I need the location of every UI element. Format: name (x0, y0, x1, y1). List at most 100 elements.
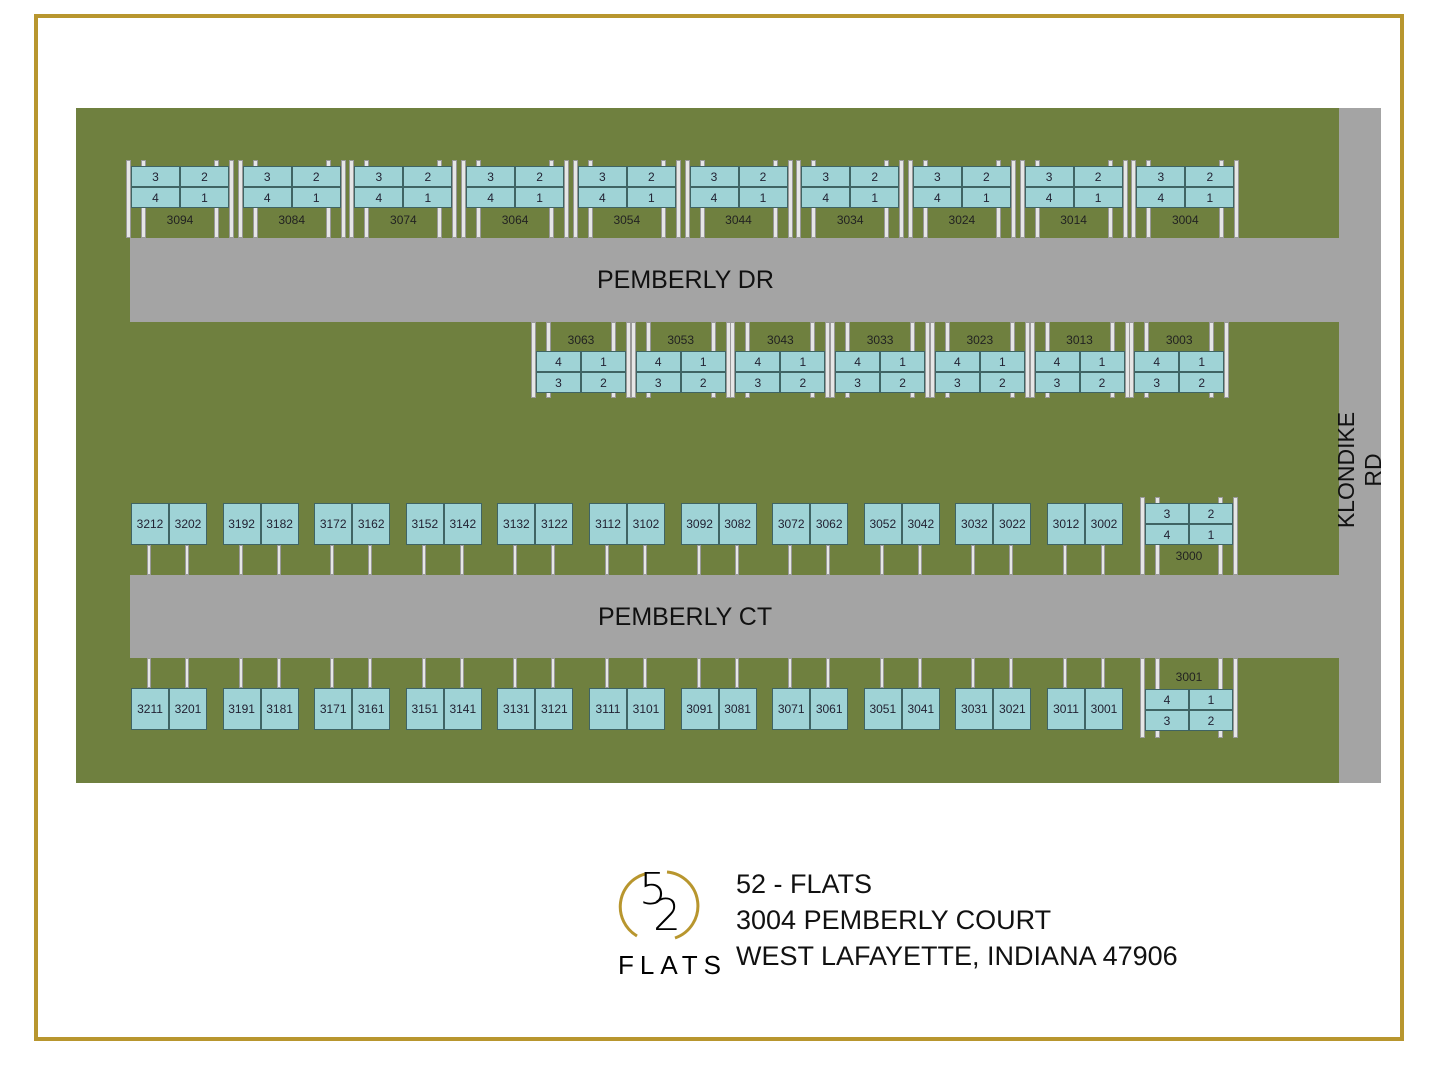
unit-cell: 2 (1073, 166, 1123, 187)
building-number: 3053 (667, 333, 695, 347)
post (238, 658, 243, 688)
duplex-unit: 3071 (772, 688, 811, 730)
site-grounds (76, 108, 1381, 783)
duplex-unit: 3171 (314, 688, 353, 730)
bracket-post (1024, 322, 1030, 398)
unit-cell: 3 (131, 166, 180, 187)
bracket-post (787, 160, 793, 238)
post (734, 658, 739, 688)
unit-cell: 1 (291, 187, 341, 208)
unit-cell: 3 (912, 166, 962, 187)
post (1101, 658, 1105, 688)
unit-cell: 3 (536, 372, 581, 393)
building-number: 3064 (501, 213, 529, 227)
bracket-post (1234, 160, 1240, 238)
building-number: 3044 (725, 213, 752, 227)
unit-cell: 3 (1145, 503, 1189, 524)
post (734, 545, 739, 575)
bracket-post (461, 160, 467, 238)
post (879, 545, 884, 575)
building-number: 3094 (166, 213, 194, 227)
klondike-rd (1339, 108, 1381, 783)
post (330, 658, 335, 688)
duplex-unit: 3132 (497, 503, 536, 545)
unit-cell: 4 (242, 187, 292, 208)
post (147, 545, 151, 575)
duplex-unit: 3042 (901, 503, 940, 545)
duplex-unit: 3011 (1047, 688, 1085, 730)
post (459, 545, 464, 575)
unit-cell: 4 (1145, 689, 1189, 710)
unit-cell: 1 (1179, 351, 1225, 372)
building-number: 3034 (836, 213, 864, 227)
post (276, 545, 281, 575)
unit-cell: 4 (1134, 351, 1180, 372)
road-label-pemberly-ct: PEMBERLY CT (598, 603, 773, 631)
post (368, 658, 373, 688)
duplex-unit: 3181 (260, 688, 299, 730)
duplex-unit: 3191 (222, 688, 261, 730)
building-number: 3074 (390, 213, 417, 227)
duplex-unit: 3172 (314, 503, 353, 545)
unit-cell: 1 (515, 187, 565, 208)
duplex-unit: 3031 (955, 688, 994, 730)
duplex-unit: 3101 (627, 688, 665, 730)
unit-cell: 1 (850, 187, 900, 208)
duplex-unit: 3111 (589, 688, 627, 730)
bracket-post (1224, 322, 1230, 398)
bracket-post (825, 322, 831, 398)
unit-cell: 1 (1189, 524, 1233, 545)
bracket-post (796, 160, 802, 238)
road-label-klondike-rd: KLONDIKE RD (1333, 411, 1386, 529)
map-border (34, 14, 1404, 1041)
bracket-post (1129, 322, 1135, 398)
duplex-unit: 3121 (535, 688, 574, 730)
building-number: 3001 (1175, 670, 1203, 684)
unit-cell: 1 (1189, 689, 1233, 710)
unit-cell: 2 (403, 166, 453, 187)
bracket-post (531, 322, 536, 398)
bracket-post (929, 322, 935, 398)
duplex-unit: 3182 (260, 503, 299, 545)
duplex-unit: 3002 (1085, 503, 1123, 545)
duplex-unit: 3141 (443, 688, 482, 730)
post (826, 545, 831, 575)
post (696, 545, 701, 575)
post (1063, 545, 1067, 575)
unit-cell: 4 (735, 351, 781, 372)
unit-cell: 2 (850, 166, 900, 187)
unit-cell: 2 (880, 372, 926, 393)
unit-cell: 4 (577, 187, 627, 208)
bracket-post (925, 322, 931, 398)
unit-cell: 4 (934, 351, 980, 372)
unit-cell: 1 (1073, 187, 1123, 208)
duplex-unit: 3022 (993, 503, 1032, 545)
building-number: 3014 (1060, 213, 1087, 227)
bracket-post (684, 160, 690, 238)
post (421, 545, 426, 575)
unit-cell: 3 (466, 166, 516, 187)
post (1009, 658, 1014, 688)
logo-word: FLATS (618, 950, 727, 980)
unit-cell: 1 (979, 351, 1025, 372)
bracket-post (1233, 658, 1238, 738)
building-number: 3013 (1066, 333, 1093, 347)
duplex-unit: 3091 (680, 688, 719, 730)
unit-cell: 3 (689, 166, 739, 187)
duplex-unit: 3212 (131, 503, 169, 545)
bracket-post (229, 160, 234, 238)
post (917, 658, 922, 688)
post (971, 658, 976, 688)
building-number: 3024 (948, 213, 976, 227)
post (788, 658, 793, 688)
bracket-post (1131, 160, 1137, 238)
duplex-unit: 3202 (169, 503, 207, 545)
duplex-unit: 3012 (1047, 503, 1085, 545)
duplex-unit: 3021 (993, 688, 1032, 730)
unit-cell: 2 (1185, 166, 1235, 187)
unit-cell: 4 (635, 351, 681, 372)
duplex-unit: 3051 (863, 688, 902, 730)
duplex-unit: 3081 (718, 688, 757, 730)
post (459, 658, 464, 688)
post (330, 545, 335, 575)
